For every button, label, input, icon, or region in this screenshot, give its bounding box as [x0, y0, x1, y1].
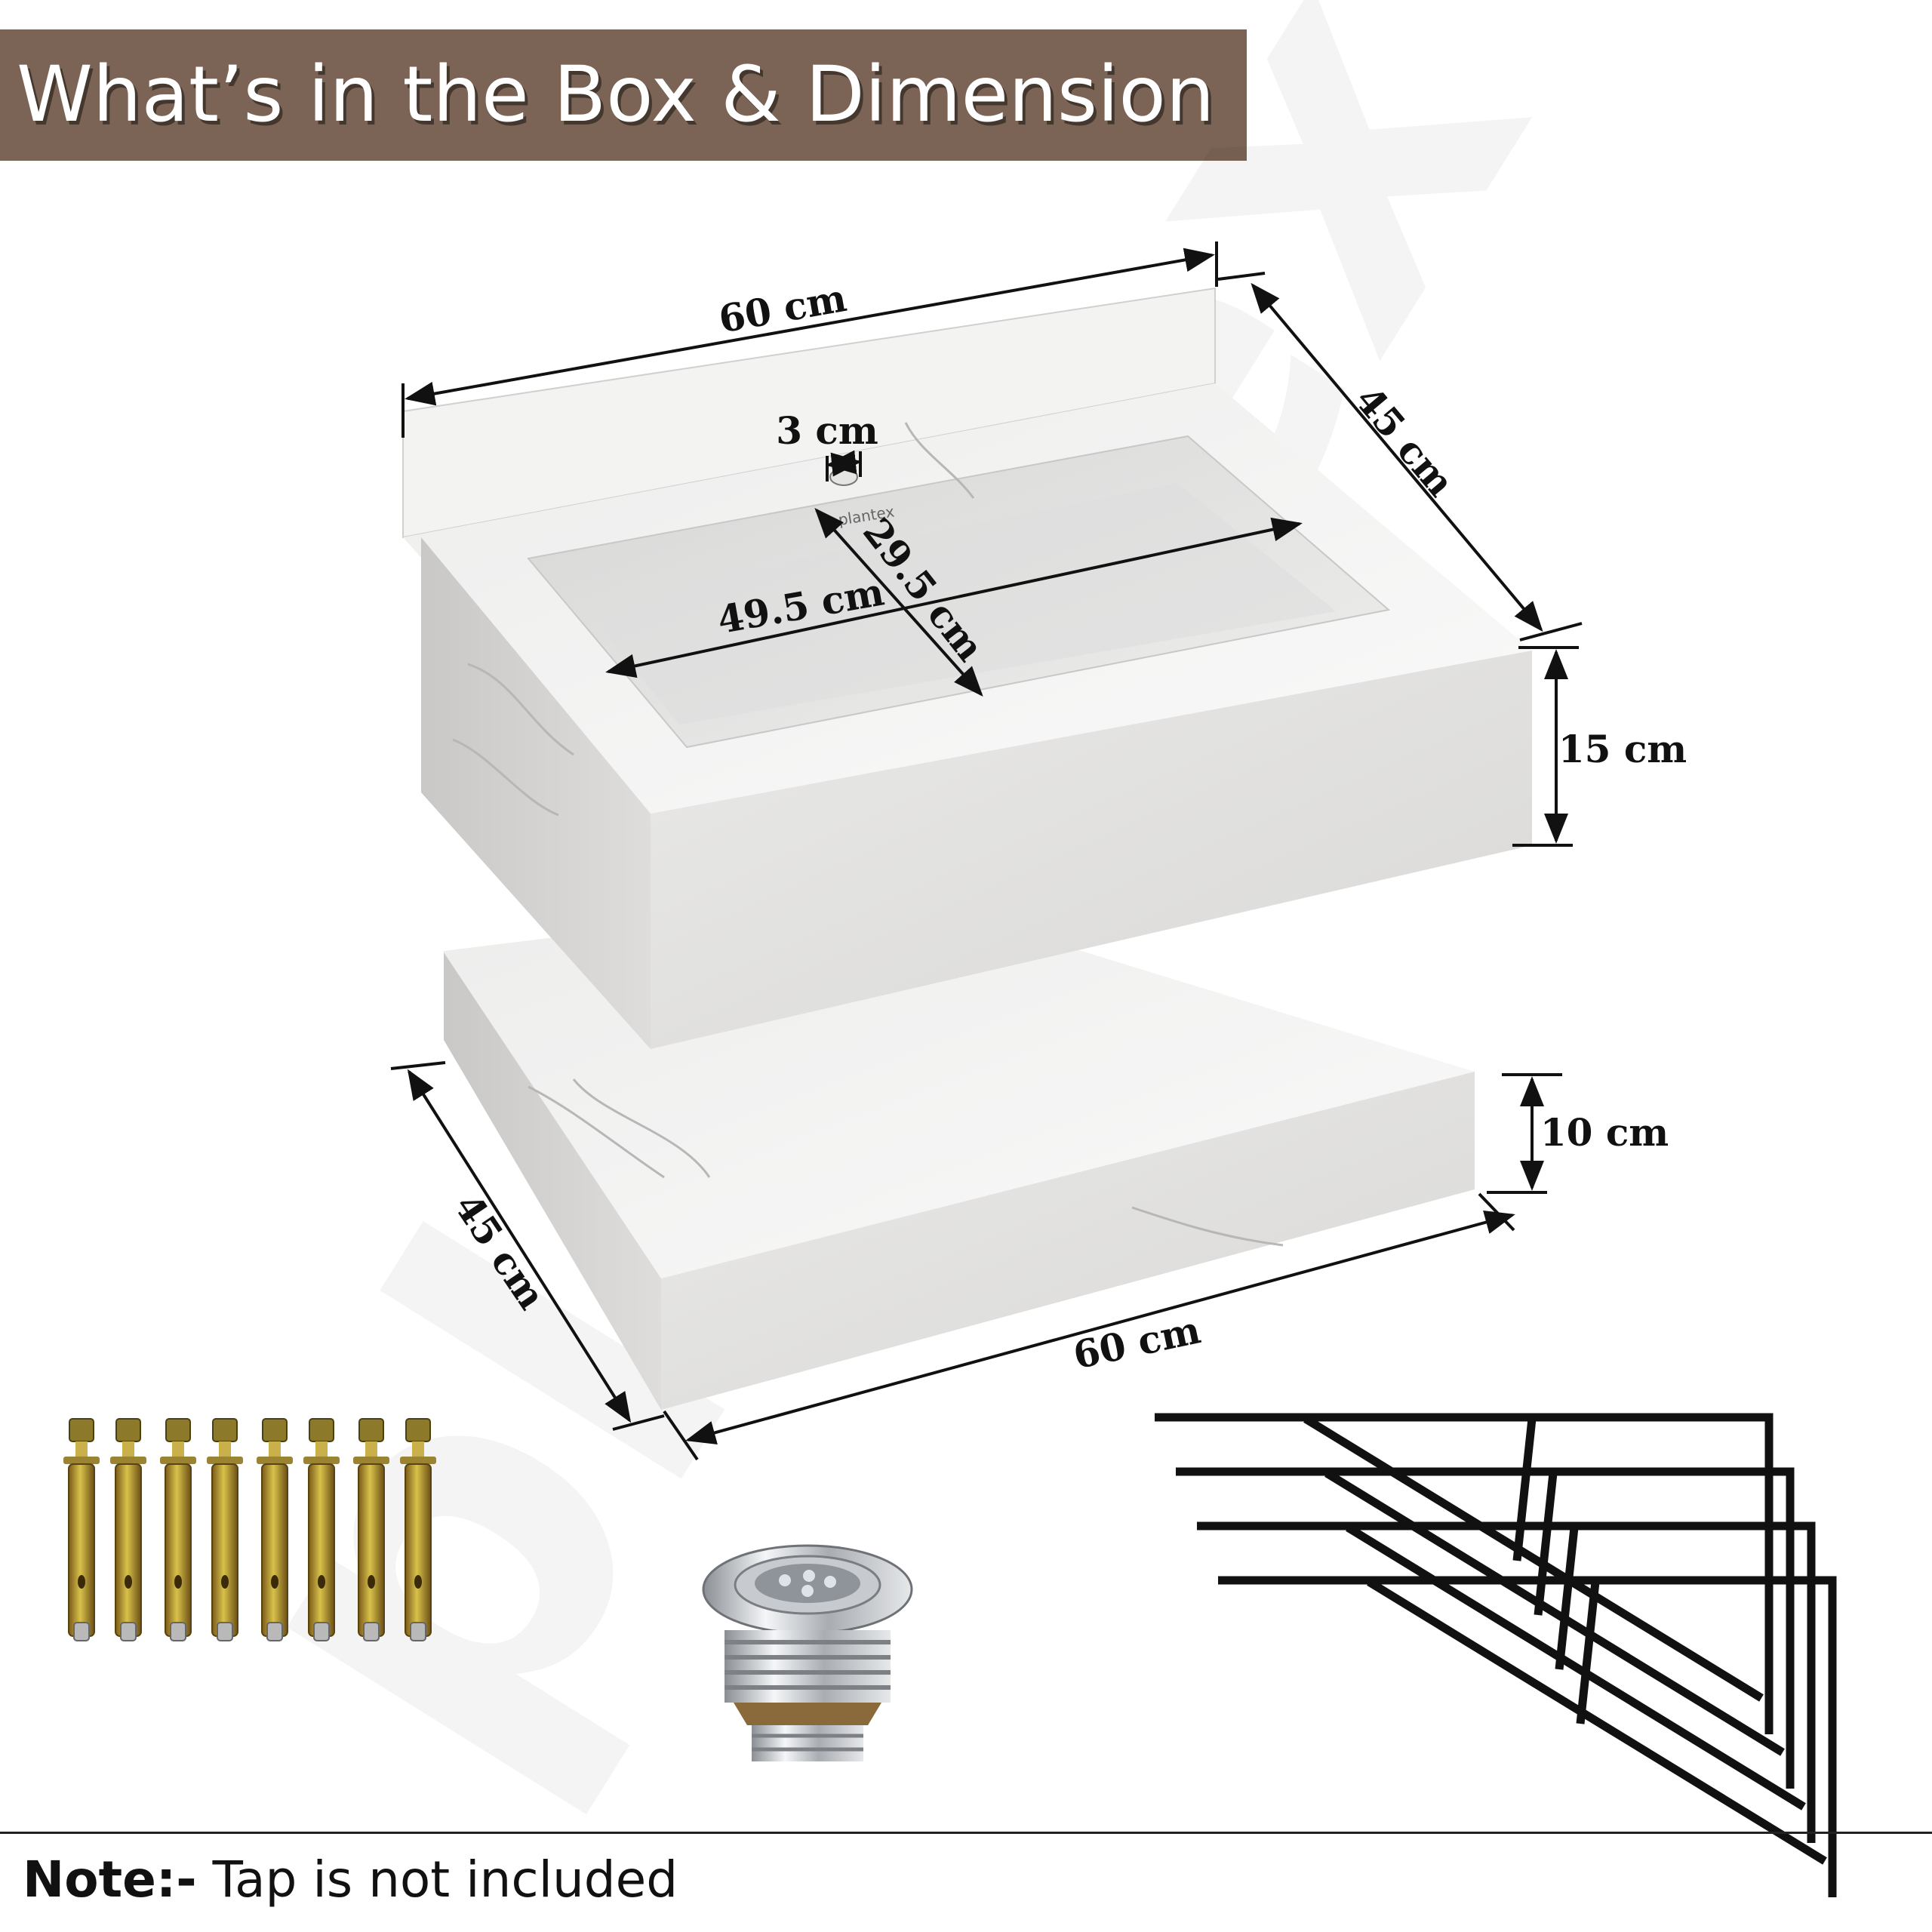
wall-bracket-icon	[1155, 1413, 1774, 1734]
note: Note:- Tap is not included	[23, 1838, 678, 1921]
wall-bracket-icon	[1176, 1467, 1795, 1789]
anchor-bolt-icon	[207, 1418, 243, 1641]
dim-tap-hole: 3 cm	[776, 408, 878, 453]
wall-brackets	[1155, 1413, 1837, 1897]
header-banner: What’s in the Box & Dimension	[0, 29, 1247, 161]
note-divider	[0, 1832, 1932, 1834]
waste-coupling-icon	[702, 1544, 913, 1761]
anchor-bolt-icon	[160, 1418, 196, 1641]
anchor-bolt-icon	[353, 1418, 389, 1641]
anchor-bolt-icon	[303, 1418, 340, 1641]
page-title: What’s in the Box & Dimension	[17, 50, 1215, 140]
dim-top-height: 15 cm	[1558, 727, 1687, 771]
dim-base-height: 10 cm	[1540, 1110, 1669, 1155]
anchor-bolt-icon	[63, 1418, 100, 1641]
anchor-bolt-icon	[257, 1418, 293, 1641]
anchor-bolts	[63, 1418, 436, 1641]
wall-bracket-icon	[1218, 1576, 1837, 1897]
note-label: Note:-	[23, 1850, 197, 1909]
anchor-bolt-icon	[110, 1418, 146, 1641]
anchor-bolt-icon	[400, 1418, 436, 1641]
wall-bracket-icon	[1197, 1521, 1816, 1843]
note-text: Tap is not included	[212, 1850, 678, 1909]
dimension-lines	[390, 242, 1583, 1461]
